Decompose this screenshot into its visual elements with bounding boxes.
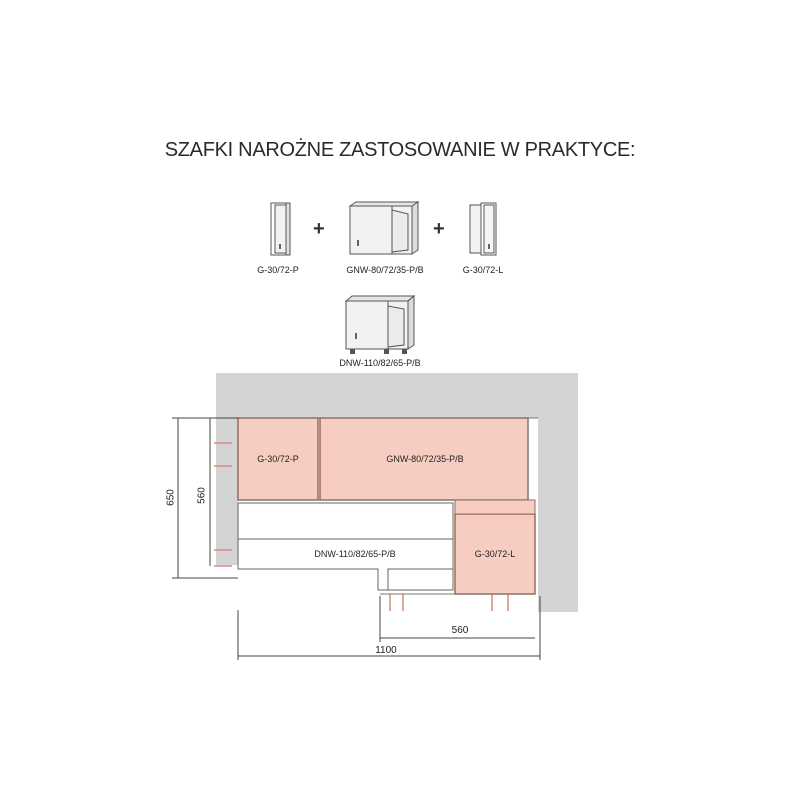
page-title: SZAFKI NAROŻNE ZASTOSOWANIE W PRAKTYCE: [164, 139, 636, 161]
plan-legs-left [214, 442, 232, 567]
plan-label-g-right: G-30/72-L [474, 549, 516, 559]
plan-cabinet-g-30-72-p [237, 417, 319, 501]
plan-gnw-side-strip [454, 499, 536, 515]
dimension-height-outer: 650 [165, 489, 177, 506]
dimension-width-partial: 560 [451, 625, 469, 636]
cabinet-label-top-right: G-30/72-L [462, 265, 504, 275]
dimension-width-total: 1100 [375, 645, 397, 656]
plan-legs-bottom [380, 593, 530, 611]
cabinet-label-top-middle: GNW-80/72/35-P/B [346, 265, 424, 275]
dimension-lines [172, 417, 541, 660]
cabinet-icon-gnw-80-72-35-p-b [348, 201, 420, 255]
cabinet-label-top-left: G-30/72-P [257, 265, 299, 275]
cabinet-label-base: DNW-110/82/65-P/B [339, 358, 421, 368]
plan-cabinet-gnw-80-72-35-p-b [319, 417, 529, 501]
plan-label-gnw: GNW-80/72/35-P/B [386, 454, 464, 464]
plus-sign-1: + [313, 218, 325, 240]
cabinet-icon-g-30-72-l [469, 202, 497, 256]
cabinet-icon-dnw-110-82-65-p-b [344, 294, 416, 354]
plan-label-dnw: DNW-110/82/65-P/B [314, 549, 396, 559]
wall-shape [216, 373, 578, 612]
plan-cabinet-g-30-72-l [454, 513, 536, 595]
plus-sign-2: + [433, 218, 445, 240]
dimension-height-inner: 560 [196, 487, 208, 504]
plan-cabinet-dnw-110-82-65-p-b [237, 502, 454, 591]
plan-label-g-left: G-30/72-P [257, 454, 299, 464]
cabinet-icon-g-30-72-p [270, 202, 291, 256]
